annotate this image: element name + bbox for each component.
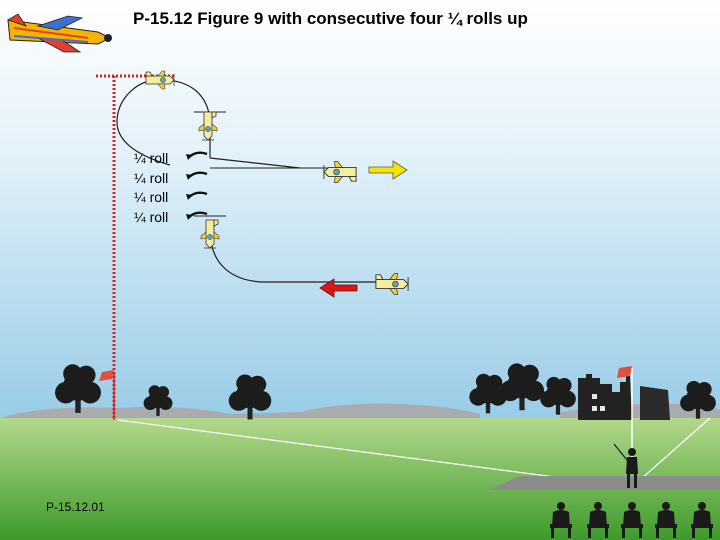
building-icon (578, 374, 670, 420)
logo-aircraft-icon (7, 13, 112, 53)
direction-arrow-icon (319, 278, 358, 298)
sky-background (0, 0, 720, 425)
roll-label: ¼ roll (134, 209, 169, 225)
ground-line-left (117, 419, 633, 488)
roll-label: ¼ roll (134, 189, 169, 205)
roll-arrowheads (186, 154, 192, 220)
ground-line-right (631, 417, 711, 488)
direction-arrow-icon (368, 160, 408, 180)
pilot-icon (613, 443, 638, 488)
aerobatic-box-line (96, 74, 176, 418)
roll-label: ¼ roll (134, 170, 169, 186)
roll-label: ¼ roll (134, 150, 169, 166)
figure-title: P-15.12 Figure 9 with consecutive four ¼… (133, 9, 528, 28)
figure-code: P-15.12.01 (46, 500, 105, 514)
pilot-pad (488, 476, 720, 490)
